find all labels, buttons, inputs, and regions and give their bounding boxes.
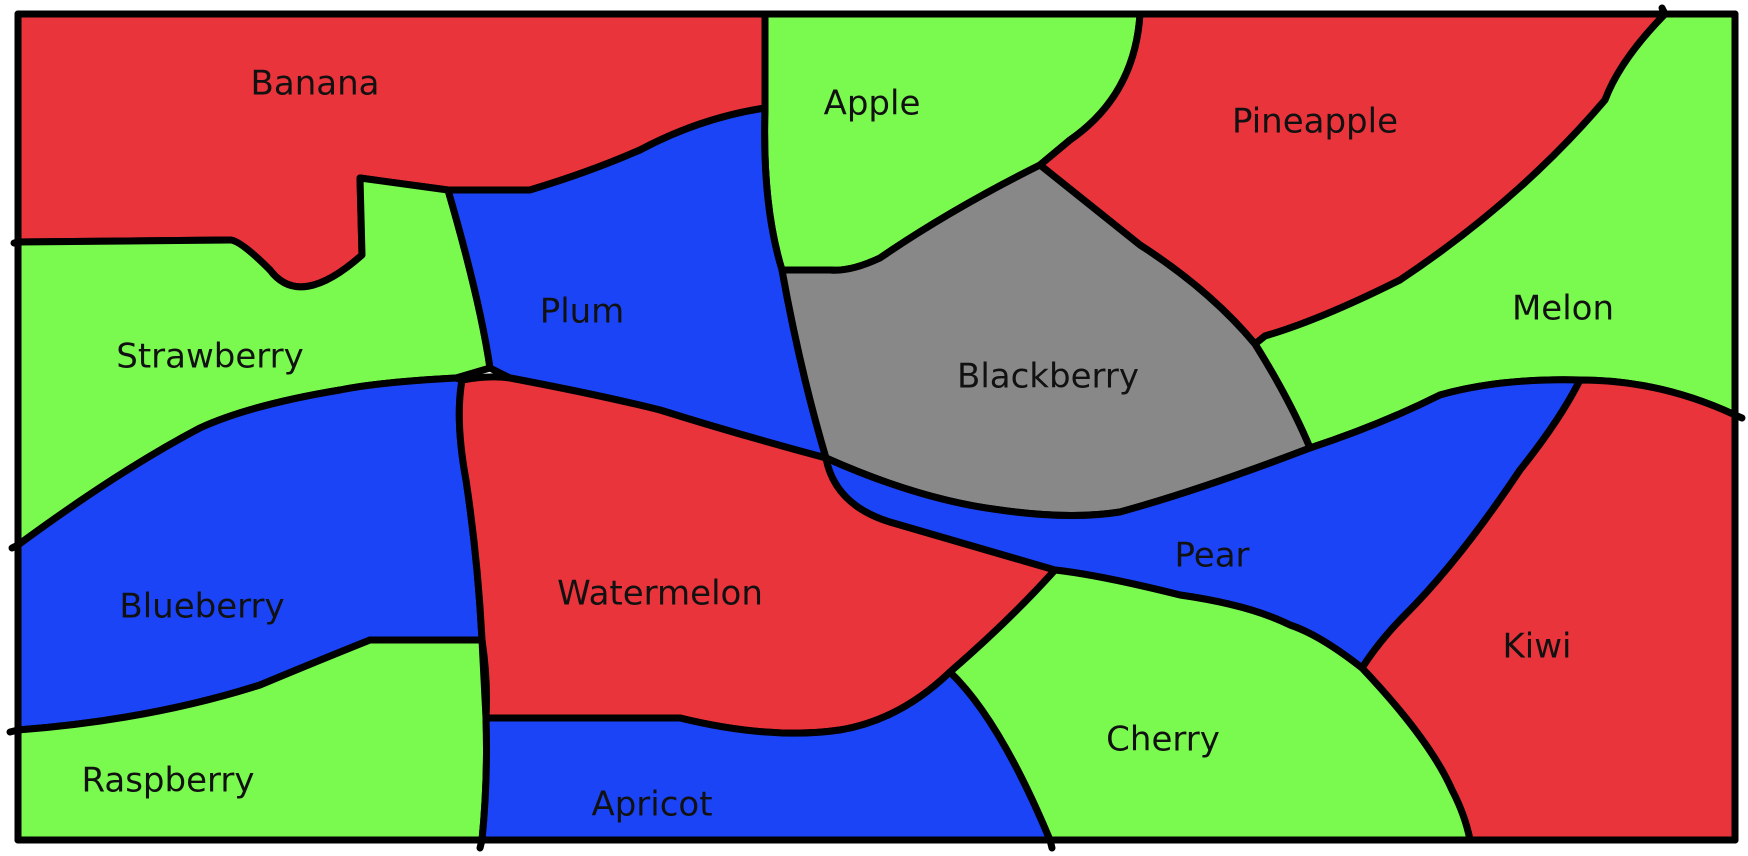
region-label-apple: Apple [824, 84, 921, 124]
region-label-banana: Banana [251, 64, 380, 104]
border-tail [10, 238, 22, 247]
region-label-melon: Melon [1512, 289, 1614, 329]
region-label-cherry: Cherry [1106, 720, 1220, 760]
border-tail [8, 541, 22, 552]
region-label-raspberry: Raspberry [82, 761, 255, 801]
region-cherry[interactable] [946, 566, 1474, 844]
region-label-pineapple: Pineapple [1232, 102, 1398, 142]
region-label-strawberry: Strawberry [116, 337, 304, 377]
region-label-plum: Plum [540, 292, 625, 332]
border-tail [1046, 836, 1056, 852]
region-label-kiwi: Kiwi [1503, 627, 1572, 667]
region-label-blackberry: Blackberry [957, 357, 1139, 397]
border-tail [1658, 4, 1669, 18]
region-label-blueberry: Blueberry [119, 587, 284, 627]
border-tail [476, 836, 486, 852]
border-tail [1731, 411, 1746, 422]
region-label-watermelon: Watermelon [557, 574, 763, 614]
region-label-apricot: Apricot [591, 785, 712, 825]
border-tail [6, 726, 22, 736]
map-frame [14, 10, 1739, 844]
region-label-pear: Pear [1174, 536, 1249, 576]
